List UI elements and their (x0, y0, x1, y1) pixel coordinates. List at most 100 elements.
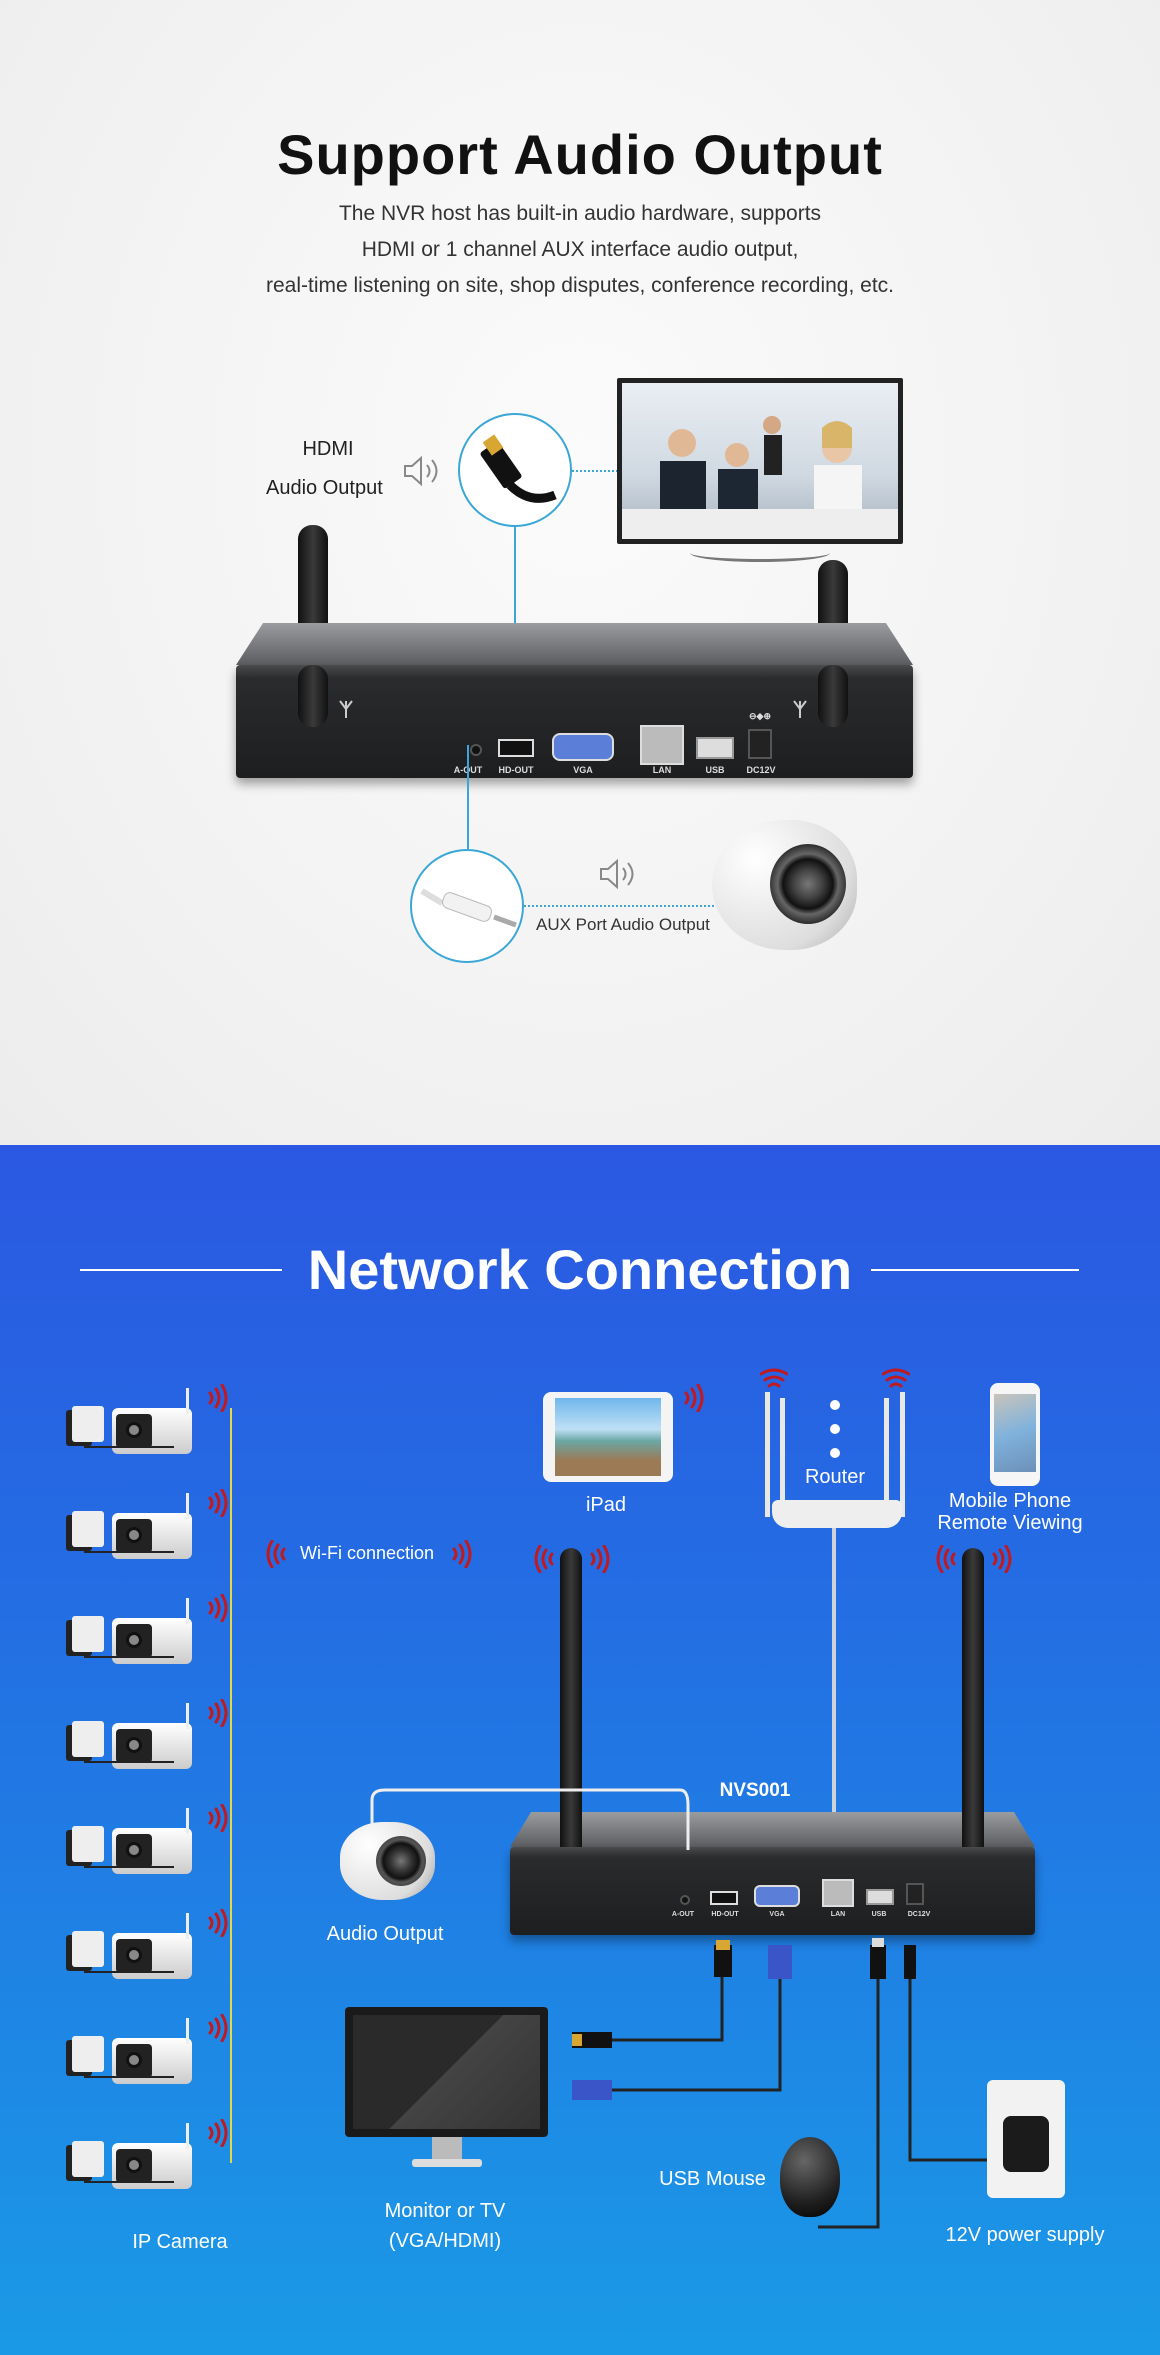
nvr-recorder: ⊖◆⊕ A-OUT HD-OUT VGA LAN USB DC12V (236, 665, 913, 778)
dc12v-port (748, 729, 772, 759)
router-device (772, 1500, 902, 1528)
wifi-signal-icon (204, 2013, 232, 2043)
camera-antenna (186, 1703, 189, 1729)
router-antenna (780, 1398, 785, 1518)
port-label-hd-out: HD-OUT (498, 765, 534, 775)
aux-label: AUX Port Audio Output (536, 915, 710, 934)
title-divider-left (80, 1269, 282, 1271)
tv-screen-meeting-image (622, 383, 898, 539)
aux-jack-icon (420, 888, 517, 928)
port-label-lan: LAN (652, 765, 672, 775)
audio-output-label: Audio Output (326, 1923, 444, 1945)
audio-output-section: Support Audio Output The NVR host has bu… (0, 0, 1160, 1145)
hdmi-cable-circle (458, 413, 572, 527)
audio-speaker (340, 1822, 435, 1900)
ip-camera (64, 1488, 228, 1583)
antenna-symbol-icon (793, 700, 807, 718)
aux-cable-circle (410, 849, 524, 963)
router-antenna (884, 1398, 889, 1518)
lan-port (822, 1879, 854, 1907)
wifi-signal-icon (204, 1383, 232, 1413)
ip-camera (64, 1593, 228, 1688)
monitor-label: Monitor or TV (VGA/HDMI) (365, 2196, 525, 2256)
lan-port (640, 725, 684, 765)
speaker-icon (404, 455, 438, 487)
monitor-label-line1: Monitor or TV (384, 2200, 506, 2222)
port-label-dc12v: DC12V (907, 1911, 931, 1918)
power-outlet (987, 2080, 1065, 2198)
port-label-dc12v: DC12V (746, 765, 776, 775)
audio-subtitle-line-3: real-time listening on site, shop disput… (265, 274, 894, 297)
camera-antenna (186, 1493, 189, 1519)
router-antenna (900, 1392, 905, 1517)
hdmi-plug-icon (480, 434, 557, 503)
router-dot (830, 1424, 840, 1434)
wifi-signal-icon (881, 1364, 911, 1392)
camera-antenna (186, 2018, 189, 2044)
wifi-connection-label: Wi-Fi connection (300, 1543, 435, 1563)
wifi-signal-icon (988, 1544, 1016, 1574)
antenna-right (962, 1548, 984, 1893)
title-divider-right (871, 1269, 1079, 1271)
monitor-base (412, 2159, 482, 2167)
speaker-icon (600, 858, 634, 890)
wifi-signal-icon (932, 1544, 960, 1574)
audio-section-title: Support Audio Output (277, 123, 883, 186)
mobile-phone-device (990, 1383, 1040, 1486)
ip-camera (64, 2013, 228, 2108)
nvr-top-panel (510, 1812, 1035, 1847)
wifi-signal-icon (448, 1539, 476, 1569)
network-section-title: Network Connection (307, 1238, 853, 1301)
port-label-vga: VGA (573, 765, 593, 775)
ipad-label: iPad (585, 1494, 627, 1516)
camera-antenna (186, 2123, 189, 2149)
router-dot (830, 1400, 840, 1410)
audio-subtitle-line-2: HDMI or 1 channel AUX interface audio ou… (361, 238, 799, 261)
connection-cables (370, 1788, 1010, 2229)
port-label-lan: LAN (830, 1911, 846, 1918)
hd-out-port (710, 1891, 738, 1905)
aux-connector-line (467, 745, 469, 849)
wifi-signal-icon (586, 1544, 614, 1574)
monitor-stand (432, 2137, 462, 2159)
vga-port (754, 1885, 800, 1907)
wifi-signal-icon (204, 2118, 232, 2148)
aux-to-speaker-line (524, 905, 714, 907)
wifi-signal-icon (262, 1539, 290, 1569)
nvr-top-panel (236, 623, 913, 665)
camera-antenna (186, 1598, 189, 1624)
wifi-signal-icon (204, 1593, 232, 1623)
port-label-a-out: A-OUT (671, 1911, 695, 1918)
monitor-tv (345, 2007, 548, 2137)
antenna-left (560, 1548, 582, 1893)
power-supply-label: 12V power supply (945, 2224, 1105, 2246)
wifi-signal-icon (759, 1364, 789, 1392)
wifi-signal-icon (204, 1803, 232, 1833)
port-label-vga: VGA (769, 1911, 785, 1918)
dc12v-port (906, 1883, 924, 1905)
usb-port (696, 737, 734, 759)
vga-port (552, 733, 614, 761)
ip-camera (64, 1698, 228, 1793)
ip-camera (64, 1803, 228, 1898)
wifi-signal-icon (204, 1908, 232, 1938)
audio-subtitle-line-1: The NVR host has built-in audio hardware… (338, 202, 822, 225)
router-antenna (765, 1392, 770, 1517)
wifi-signal-icon (530, 1544, 558, 1574)
nvr-model-label: NVS001 (719, 1780, 791, 1801)
a-out-port (680, 1895, 690, 1905)
a-out-port (470, 744, 482, 756)
wifi-signal-icon (204, 1698, 232, 1728)
nvr-recorder: A-OUT HD-OUT VGA LAN USB DC12V (510, 1847, 1035, 1935)
port-label-usb: USB (705, 765, 725, 775)
usb-mouse (780, 2137, 840, 2217)
ip-camera (64, 1383, 228, 1478)
monitor-label-line2: (VGA/HDMI) (388, 2230, 502, 2252)
antenna-symbol-icon (339, 700, 353, 718)
lan-cable (832, 1528, 836, 1825)
tv-display (617, 378, 903, 544)
router-label: Router (804, 1466, 866, 1488)
port-label-hd-out: HD-OUT (711, 1911, 739, 1918)
hdmi-to-tv-line (572, 470, 618, 472)
